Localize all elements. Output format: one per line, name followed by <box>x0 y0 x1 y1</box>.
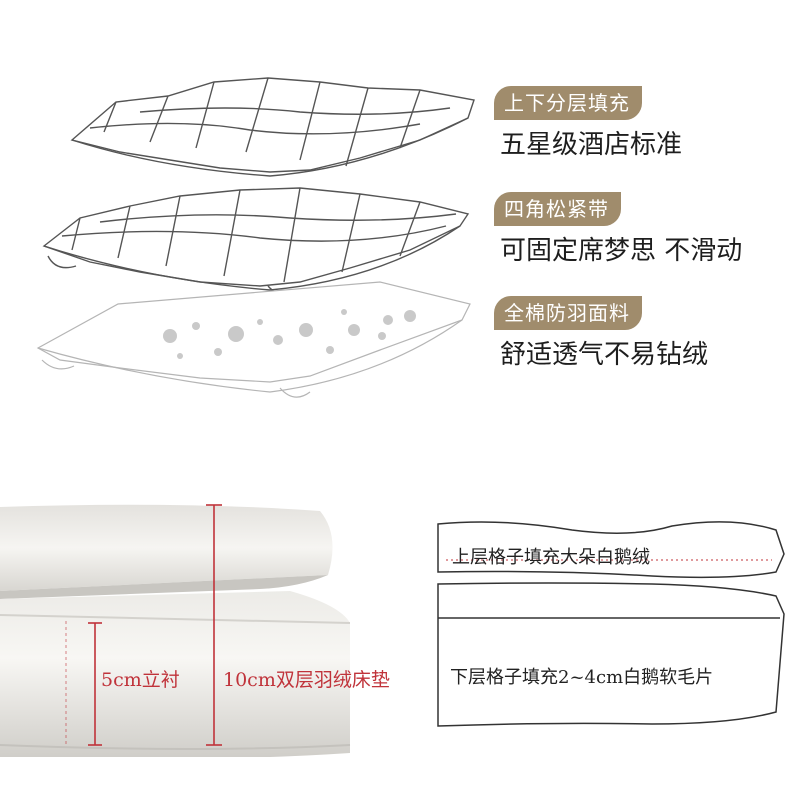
measure-5cm <box>88 622 102 746</box>
feather-dots <box>163 309 416 359</box>
label-5cm-wall: 5cm立衬 <box>101 669 180 691</box>
cross-section-diagram <box>437 521 785 727</box>
feature-badge: 上下分层填充 <box>494 86 642 120</box>
feature-desc: 可固定席梦思 不滑动 <box>500 236 743 266</box>
label-upper-fill: 上层格子填充大朵白鹅绒 <box>452 547 650 568</box>
mattress-photo <box>0 504 420 800</box>
layer-illustration <box>36 77 475 398</box>
feature-elastic-straps: 四角松紧带 可固定席梦思 不滑动 <box>494 192 742 267</box>
feature-desc: 五星级酒店标准 <box>500 130 683 160</box>
feature-badge: 四角松紧带 <box>494 192 621 226</box>
middle-quilt-layer <box>42 187 470 296</box>
feature-layered-fill: 上下分层填充 五星级酒店标准 <box>494 86 682 161</box>
feature-cotton-fabric: 全棉防羽面料 舒适透气不易钻绒 <box>494 296 708 371</box>
fabric-shell-layer <box>36 281 471 398</box>
top-quilt-layer <box>70 77 475 177</box>
feature-badge: 全棉防羽面料 <box>494 296 642 330</box>
feature-desc: 舒适透气不易钻绒 <box>500 340 709 370</box>
label-lower-fill: 下层格子填充2~4cm白鹅软毛片 <box>450 667 714 688</box>
label-10cm-height: 10cm双层羽绒床垫 <box>223 669 390 691</box>
measure-10cm <box>206 504 222 746</box>
